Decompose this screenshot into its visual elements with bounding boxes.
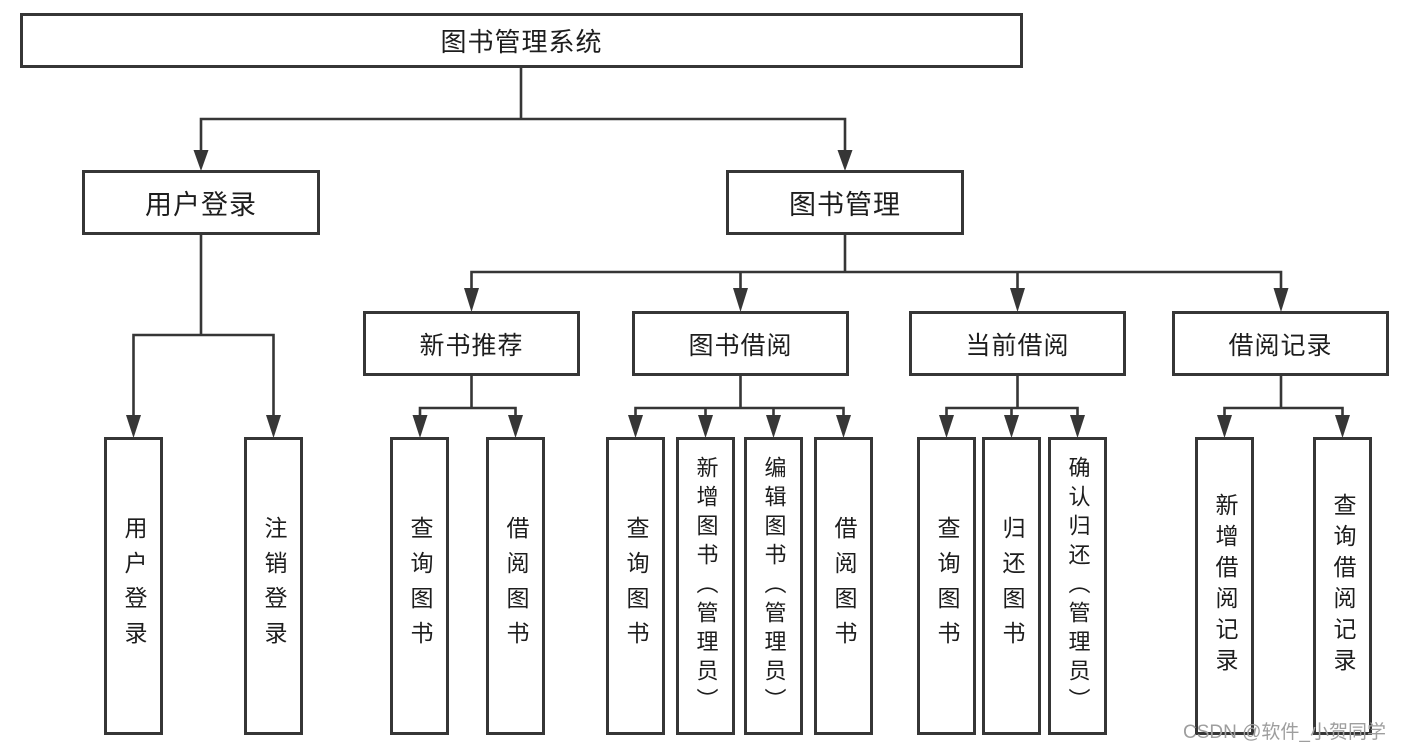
node-book-management-label: 图书管理 — [789, 190, 901, 220]
leaf-confirm-return-admin: 确认归还（管理员） — [1048, 437, 1107, 735]
arrowhead-icon — [1273, 288, 1289, 312]
arrowhead-icon — [628, 415, 643, 438]
node-new-book-recommend-label: 新书推荐 — [419, 331, 524, 360]
leaf-query-books-borrowing: 查询图书 — [606, 437, 665, 735]
leaf-borrow-books-borrowing-label: 借阅图书 — [831, 516, 857, 656]
arrowhead-icon — [1010, 288, 1025, 312]
leaf-edit-book-admin: 编辑图书（管理员） — [744, 437, 803, 735]
leaf-return-books: 归还图书 — [982, 437, 1041, 735]
arrowhead-icon — [193, 150, 209, 171]
leaf-add-book-admin-label: 新增图书（管理员） — [693, 455, 719, 717]
arrowhead-icon — [508, 415, 523, 438]
node-book-borrowing-label: 图书借阅 — [688, 331, 793, 360]
node-user-login: 用户登录 — [82, 170, 320, 235]
arrowhead-icon — [766, 415, 781, 438]
leaf-add-borrow-record: 新增借阅记录 — [1195, 437, 1254, 735]
node-borrowing-records: 借阅记录 — [1172, 311, 1389, 376]
leaf-add-borrow-record-label: 新增借阅记录 — [1212, 493, 1238, 679]
leaf-edit-book-admin-label: 编辑图书（管理员） — [761, 455, 787, 717]
arrowhead-icon — [1335, 415, 1350, 438]
watermark: CSDN @软件_小贺同学 — [1183, 717, 1386, 744]
node-book-management: 图书管理 — [726, 170, 964, 235]
leaf-query-books-current: 查询图书 — [917, 437, 976, 735]
node-current-borrowing: 当前借阅 — [909, 311, 1126, 376]
arrowhead-icon — [698, 415, 713, 438]
arrowhead-icon — [266, 415, 281, 438]
leaf-add-book-admin: 新增图书（管理员） — [676, 437, 735, 735]
leaf-query-borrow-record-label: 查询借阅记录 — [1330, 493, 1356, 679]
arrowhead-icon — [1217, 415, 1232, 438]
leaf-logout-login-label: 注销登录 — [261, 516, 287, 656]
leaf-return-books-label: 归还图书 — [999, 516, 1025, 656]
arrowhead-icon — [733, 288, 748, 312]
leaf-logout-login: 注销登录 — [244, 437, 303, 735]
arrowhead-icon — [939, 415, 954, 438]
leaf-user-login: 用户登录 — [104, 437, 163, 735]
watermark-text: CSDN @软件_小贺同学 — [1183, 722, 1386, 743]
node-library-system: 图书管理系统 — [20, 13, 1023, 68]
leaf-query-books-recommend: 查询图书 — [390, 437, 449, 735]
arrowhead-icon — [126, 415, 141, 438]
node-current-borrowing-label: 当前借阅 — [965, 331, 1070, 360]
leaf-borrow-books-borrowing: 借阅图书 — [814, 437, 873, 735]
leaf-query-books-current-label: 查询图书 — [934, 516, 960, 656]
node-new-book-recommend: 新书推荐 — [363, 311, 580, 376]
leaf-query-books-borrowing-label: 查询图书 — [623, 516, 649, 656]
leaf-query-books-recommend-label: 查询图书 — [407, 516, 433, 656]
leaf-user-login-label: 用户登录 — [121, 516, 147, 656]
leaf-confirm-return-admin-label: 确认归还（管理员） — [1065, 455, 1091, 717]
node-library-system-label: 图书管理系统 — [440, 27, 603, 57]
node-book-borrowing: 图书借阅 — [632, 311, 849, 376]
leaf-borrow-books-recommend-label: 借阅图书 — [503, 516, 529, 656]
node-user-login-label: 用户登录 — [145, 190, 257, 220]
arrowhead-icon — [837, 150, 853, 171]
leaf-borrow-books-recommend: 借阅图书 — [486, 437, 545, 735]
node-borrowing-records-label: 借阅记录 — [1228, 331, 1333, 360]
leaf-query-borrow-record: 查询借阅记录 — [1313, 437, 1372, 735]
arrowhead-icon — [412, 415, 428, 438]
arrowhead-icon — [464, 288, 479, 312]
arrowhead-icon — [1070, 415, 1085, 438]
arrowhead-icon — [836, 415, 851, 438]
arrowhead-icon — [1004, 415, 1019, 438]
